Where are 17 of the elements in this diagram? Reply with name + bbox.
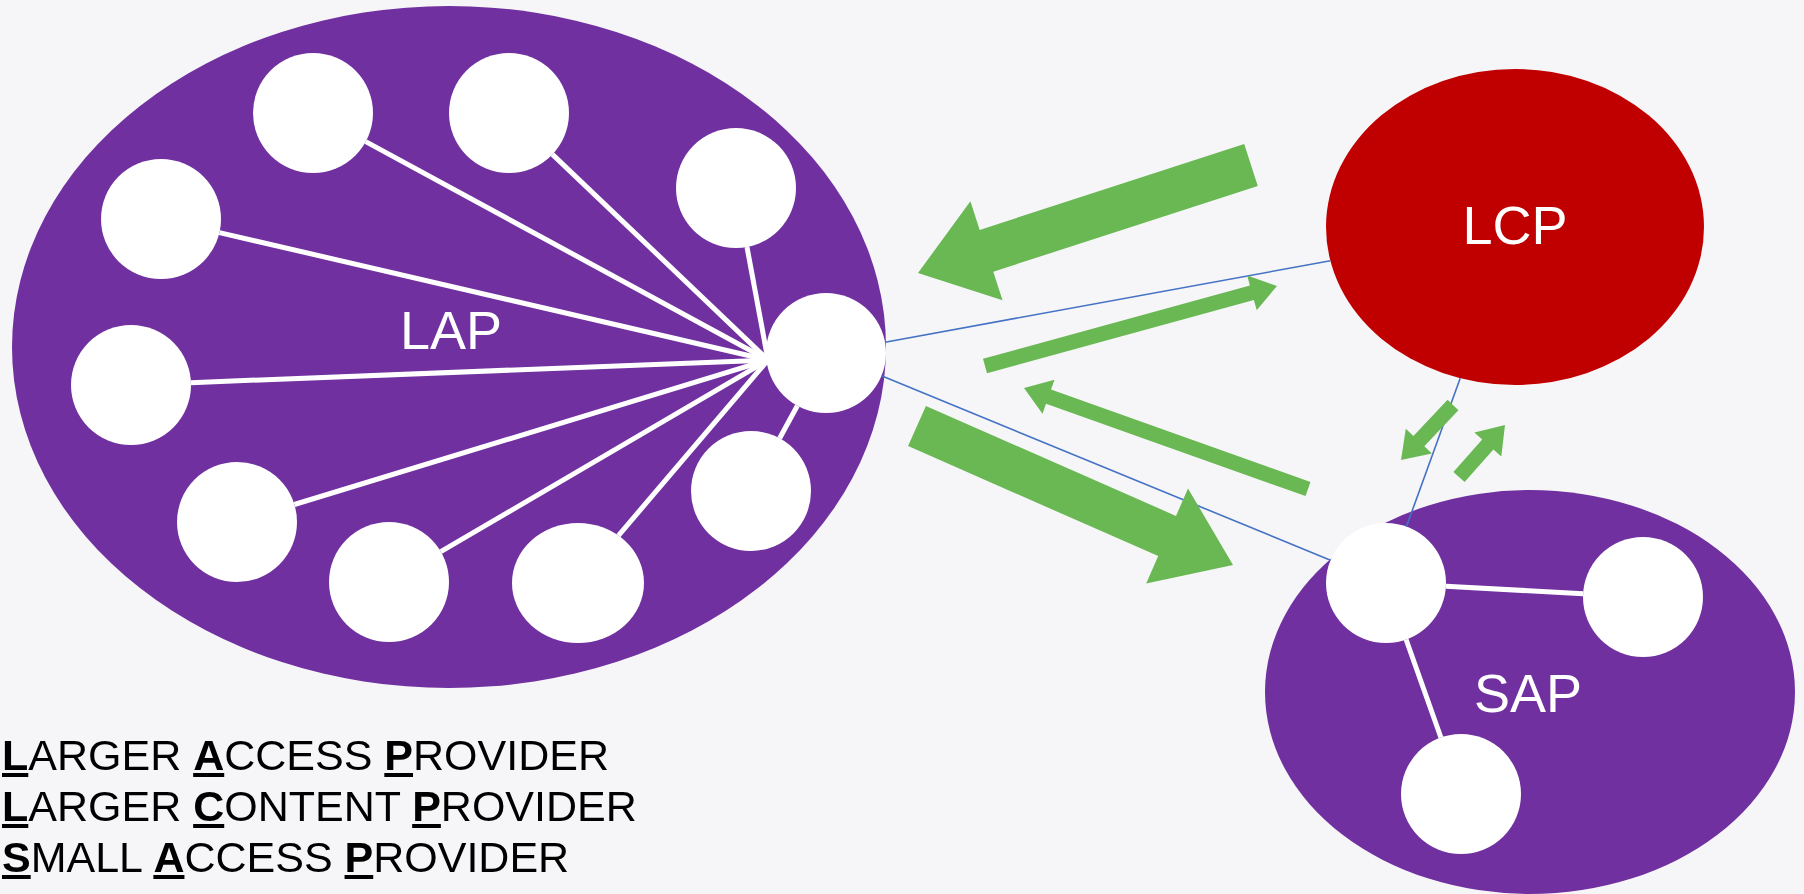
node-label: SAP [1473, 666, 1583, 720]
block-arrow [908, 405, 1233, 584]
connector-line [884, 259, 1332, 343]
connector-line [880, 375, 1332, 561]
connector-line [777, 404, 800, 440]
legend-text: LARGER CONTENT PROVIDER [2, 781, 637, 832]
node-label: LCP [1462, 198, 1568, 252]
legend-text: SMALL ACCESS PROVIDER [2, 832, 571, 883]
connector-line [1445, 583, 1584, 597]
connector-line [1403, 638, 1444, 739]
block-arrow [918, 144, 1258, 301]
block-arrow [1024, 379, 1311, 497]
block-arrow [1401, 399, 1459, 460]
node-label: LAP [399, 303, 503, 357]
block-arrow [983, 275, 1277, 374]
block-arrow [1453, 425, 1505, 482]
legend-text: LARGER ACCESS PROVIDER [2, 730, 610, 781]
